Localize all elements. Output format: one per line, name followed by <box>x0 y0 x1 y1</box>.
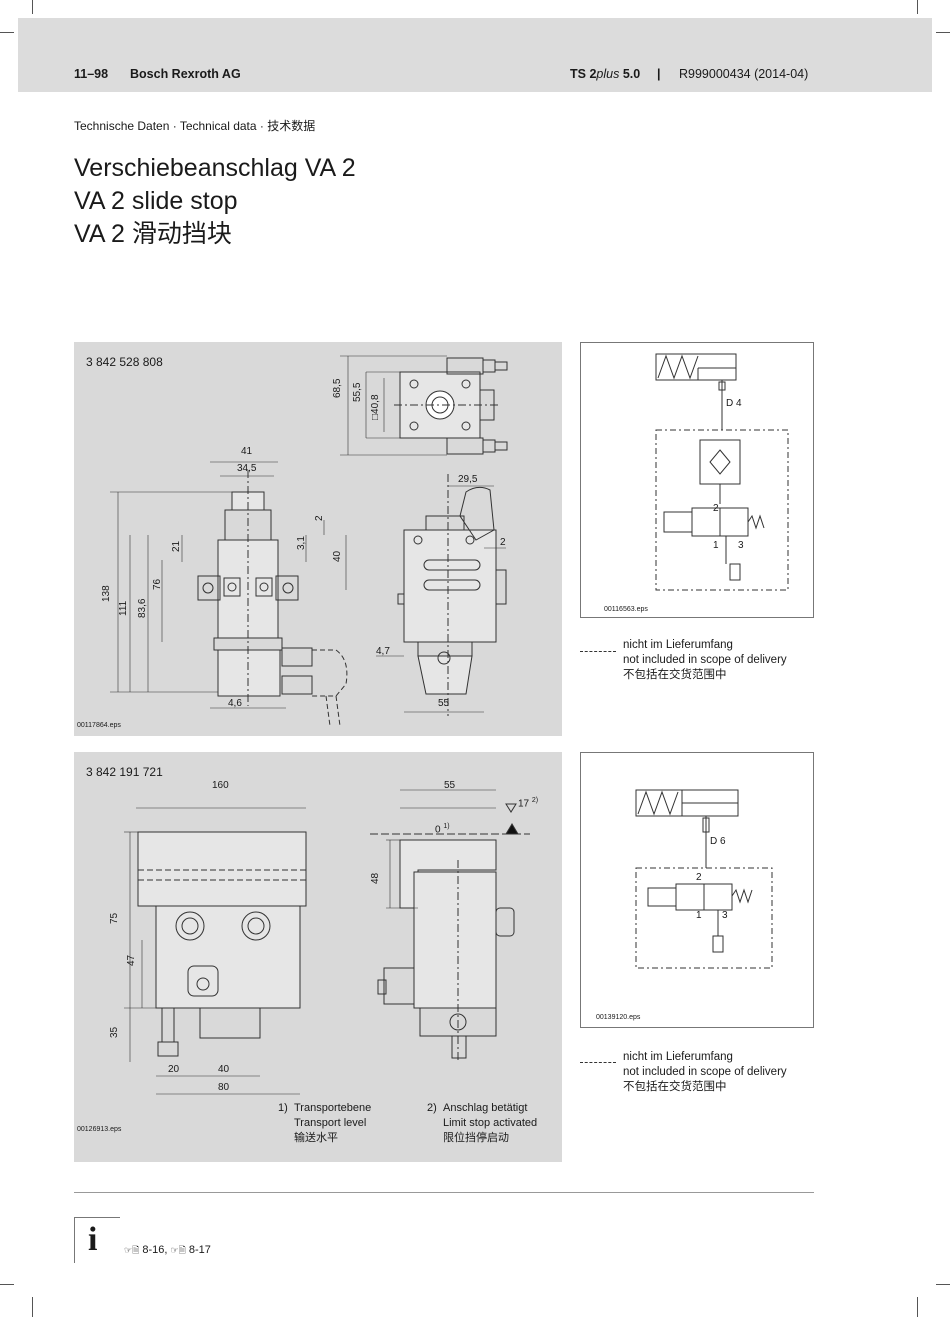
info-box-top <box>74 1217 120 1218</box>
crop-mark <box>936 32 950 33</box>
part-number: 3 842 191 721 <box>86 765 163 779</box>
footer-rule <box>74 1192 814 1193</box>
side-view-2 <box>370 789 530 1060</box>
crop-mark <box>917 0 918 14</box>
schematic-label-d6: D 6 <box>710 836 726 847</box>
reference-icon: ☞🗎 <box>170 1245 186 1255</box>
crop-mark <box>0 32 14 33</box>
document-number: R999000434 (2014-04) <box>679 67 809 81</box>
dim-4-7: 4,7 <box>376 646 390 657</box>
eps-filename: 00126913.eps <box>77 1126 122 1133</box>
page-title-en: VA 2 slide stop <box>74 187 238 215</box>
dim-160: 160 <box>212 780 229 791</box>
page-title-zh: VA 2 滑动挡块 <box>74 220 232 248</box>
dim-4-6: 4,6 <box>228 698 242 709</box>
product-name: TS 2plus 5.0 <box>570 67 641 81</box>
page-number: 11–98 <box>74 67 109 81</box>
pneumatic-schematic-2 <box>580 752 814 1028</box>
legend-line-icon <box>580 1062 616 1063</box>
dim-29-5: 29,5 <box>458 474 478 485</box>
reference-icon: ☞🗎 <box>124 1245 140 1255</box>
footnote-1-number: 1) <box>278 1102 288 1114</box>
company-name: Bosch Rexroth AG <box>130 67 241 81</box>
dim-80: 80 <box>218 1082 230 1093</box>
port-1: 1 <box>696 910 702 921</box>
crop-mark <box>0 1284 14 1285</box>
part-number: 3 842 528 808 <box>86 355 163 369</box>
info-icon: i <box>88 1221 98 1258</box>
front-view-2 <box>124 807 307 1095</box>
reference-link-8-17[interactable]: 8-17 <box>188 1244 211 1256</box>
dim-41: 41 <box>241 446 253 457</box>
port-2: 2 <box>696 872 702 883</box>
side-view <box>376 474 507 716</box>
footnote-2-number: 2) <box>427 1102 437 1114</box>
crop-mark <box>32 1297 33 1317</box>
info-box-side <box>74 1217 75 1263</box>
cross-references: ☞🗎 8-16, ☞🗎 8-17 <box>124 1243 211 1259</box>
dim-2-side: 2 <box>500 537 506 548</box>
legend-line-icon <box>580 651 616 652</box>
eps-filename: 00139120.eps <box>596 1014 641 1021</box>
front-view <box>110 461 348 727</box>
pneumatic-schematic-1 <box>580 342 814 618</box>
port-3: 3 <box>738 540 744 551</box>
eps-filename: 00116563.eps <box>604 606 648 613</box>
dim-55: 55 <box>444 780 456 791</box>
dim-40: 40 <box>218 1064 230 1075</box>
crop-mark <box>936 1284 950 1285</box>
header-band <box>18 18 932 92</box>
header-separator: | <box>657 67 661 81</box>
port-1: 1 <box>713 540 719 551</box>
dim-34-5: 34,5 <box>237 463 257 474</box>
dim-20: 20 <box>168 1064 180 1075</box>
schematic-label-d4: D 4 <box>726 398 742 409</box>
reference-link-8-16[interactable]: 8-16, <box>142 1244 168 1256</box>
top-view <box>340 355 508 456</box>
eps-filename: 00117864.eps <box>77 722 121 729</box>
port-2: 2 <box>713 503 719 514</box>
port-3: 3 <box>722 910 728 921</box>
crop-mark <box>917 1297 918 1317</box>
dim-17: 17 2) <box>518 797 539 810</box>
section-label: Technische Daten · Technical data · 技术数据 <box>74 119 316 133</box>
dim-0: 0 1) <box>435 823 450 836</box>
crop-mark <box>32 0 33 14</box>
dim-55: 55 <box>438 698 450 709</box>
page-title-de: Verschiebeanschlag VA 2 <box>74 154 356 182</box>
